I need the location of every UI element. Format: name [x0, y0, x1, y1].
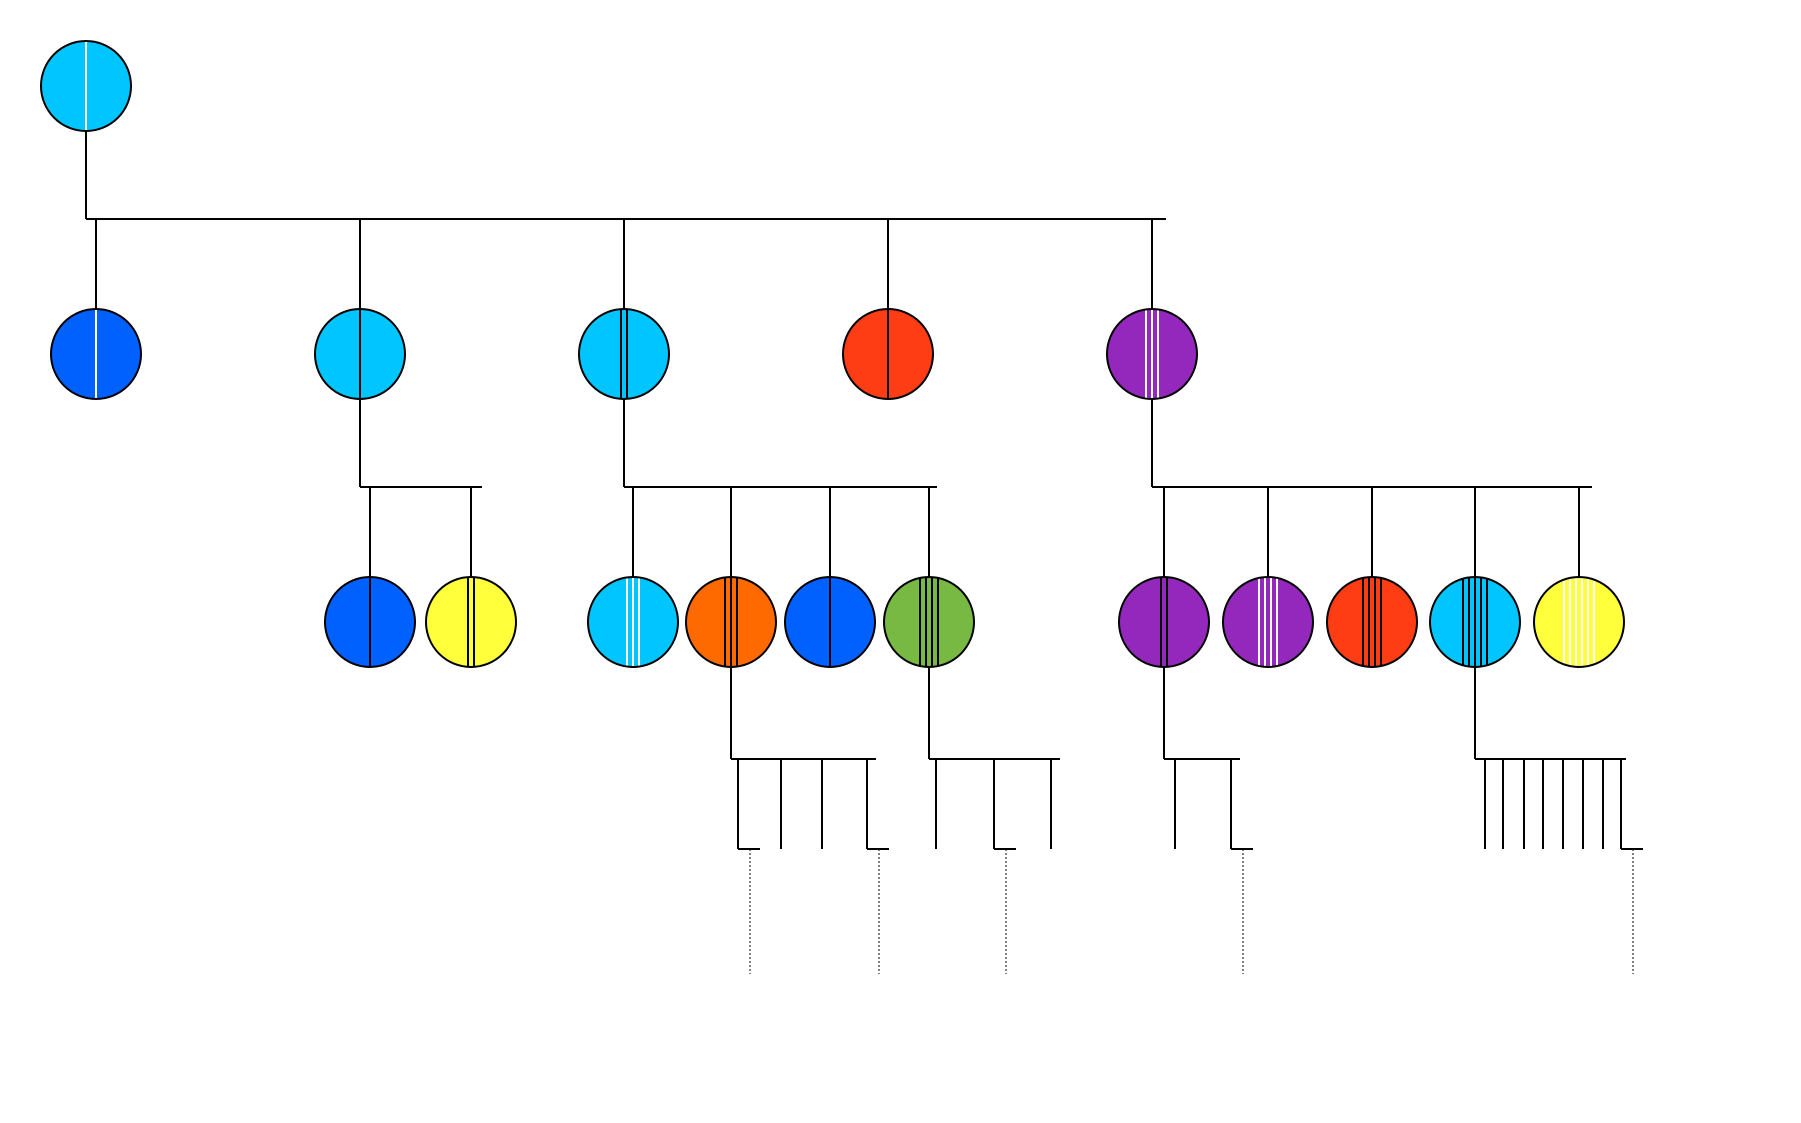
- unfinished-branches: [730, 667, 1643, 974]
- person-node-g2-e3: [1326, 576, 1418, 668]
- node-stripes: [919, 577, 939, 667]
- node-outline: [1106, 308, 1198, 400]
- node-stripes: [1362, 577, 1382, 667]
- node-outline: [685, 576, 777, 668]
- node-outline: [883, 576, 975, 668]
- tree-connectors: [85, 131, 1592, 577]
- node-outline: [425, 576, 517, 668]
- person-node-g1-e: [1106, 308, 1198, 400]
- node-circle: [1534, 577, 1624, 667]
- node-outline: [587, 576, 679, 668]
- node-outline: [324, 576, 416, 668]
- node-outline: [50, 308, 142, 400]
- node-stripes: [620, 309, 628, 399]
- node-outline: [784, 576, 876, 668]
- person-node-g2-e4: [1429, 576, 1521, 668]
- node-circle: [884, 577, 974, 667]
- person-node-g2-e1: [1118, 576, 1210, 668]
- node-circle: [579, 309, 669, 399]
- node-outline: [40, 40, 132, 132]
- node-stripes: [1462, 577, 1488, 667]
- person-node-g2-c4: [883, 576, 975, 668]
- person-node-g2-c3: [784, 576, 876, 668]
- node-circle: [1327, 577, 1417, 667]
- tree-nodes: [40, 40, 1625, 668]
- person-node-g1-a: [50, 308, 142, 400]
- person-node-root: [40, 40, 132, 132]
- node-outline: [1222, 576, 1314, 668]
- node-outline: [1429, 576, 1521, 668]
- person-node-g2-b1: [324, 576, 416, 668]
- node-outline: [578, 308, 670, 400]
- node-stripes: [1160, 577, 1168, 667]
- node-outline: [314, 308, 406, 400]
- node-outline: [1118, 576, 1210, 668]
- person-node-g1-b: [314, 308, 406, 400]
- node-stripes: [724, 577, 738, 667]
- node-outline: [842, 308, 934, 400]
- person-node-g1-d: [842, 308, 934, 400]
- person-node-g2-c2: [685, 576, 777, 668]
- node-stripes: [467, 577, 475, 667]
- node-circle: [1119, 577, 1209, 667]
- person-node-g2-e5: [1533, 576, 1625, 668]
- node-stripes: [1258, 577, 1278, 667]
- person-node-g2-c1: [587, 576, 679, 668]
- person-node-g1-c: [578, 308, 670, 400]
- node-stripes: [1563, 577, 1595, 667]
- node-outline: [1326, 576, 1418, 668]
- person-node-g2-e2: [1222, 576, 1314, 668]
- node-stripes: [1145, 309, 1159, 399]
- person-node-g2-b2: [425, 576, 517, 668]
- node-circle: [426, 577, 516, 667]
- node-circle: [1223, 577, 1313, 667]
- node-outline: [1533, 576, 1625, 668]
- node-stripes: [626, 577, 640, 667]
